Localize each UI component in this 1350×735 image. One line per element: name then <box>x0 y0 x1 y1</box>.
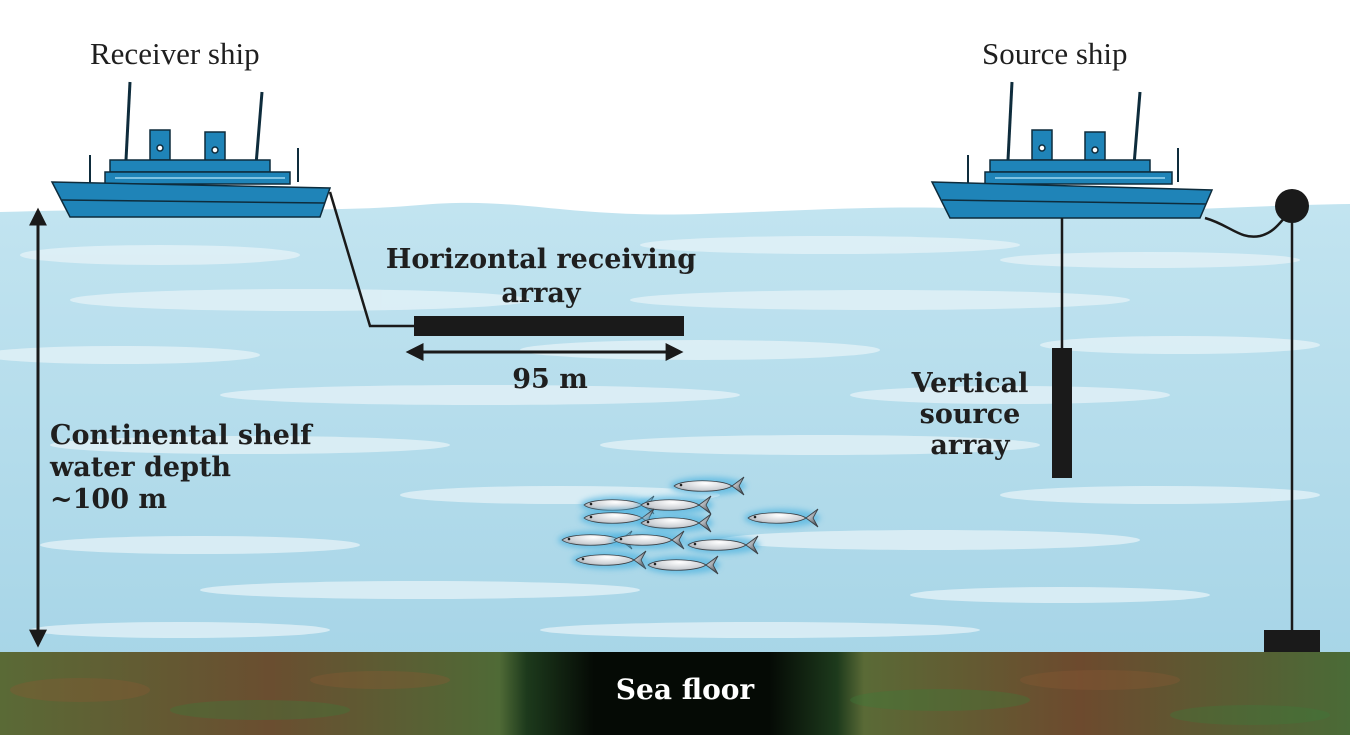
array-length-label: 95 m <box>512 364 588 395</box>
fish <box>610 530 686 550</box>
receiver-ship <box>50 81 332 218</box>
fish <box>637 513 713 533</box>
sea-floor-label: Sea floor <box>615 673 755 706</box>
buoy <box>1275 189 1309 223</box>
sea-floor <box>0 652 1350 735</box>
fish-school <box>558 476 820 575</box>
fish <box>572 550 648 570</box>
fish <box>670 476 746 496</box>
fish <box>637 495 713 515</box>
horizontal-array-label-line2: array <box>501 278 581 309</box>
vertical-array-label-line3: array <box>930 430 1010 461</box>
fish <box>558 530 634 550</box>
buoy-tether <box>1204 213 1289 238</box>
mooring-anchor <box>1264 630 1320 652</box>
source-ship-label: Source ship <box>982 36 1128 71</box>
tow-cable <box>328 191 414 328</box>
fish <box>644 555 720 575</box>
fish <box>744 508 820 528</box>
source-ship <box>930 81 1214 219</box>
sea-floor-texture <box>10 670 1330 725</box>
depth-label-line1: Continental shelf <box>50 420 312 451</box>
vertical-array-label-line1: Vertical <box>911 368 1029 399</box>
vertical-source-array <box>1052 348 1072 478</box>
fish <box>684 535 760 555</box>
receiver-ship-label: Receiver ship <box>90 36 260 71</box>
depth-label-line3: ~100 m <box>50 484 167 515</box>
water-highlights <box>0 236 1320 638</box>
horizontal-array-label-line1: Horizontal receiving <box>385 244 697 275</box>
depth-label-line2: water depth <box>50 452 232 483</box>
vertical-array-label-line2: source <box>919 399 1021 430</box>
horizontal-receiving-array <box>414 316 684 336</box>
fish <box>580 495 656 515</box>
